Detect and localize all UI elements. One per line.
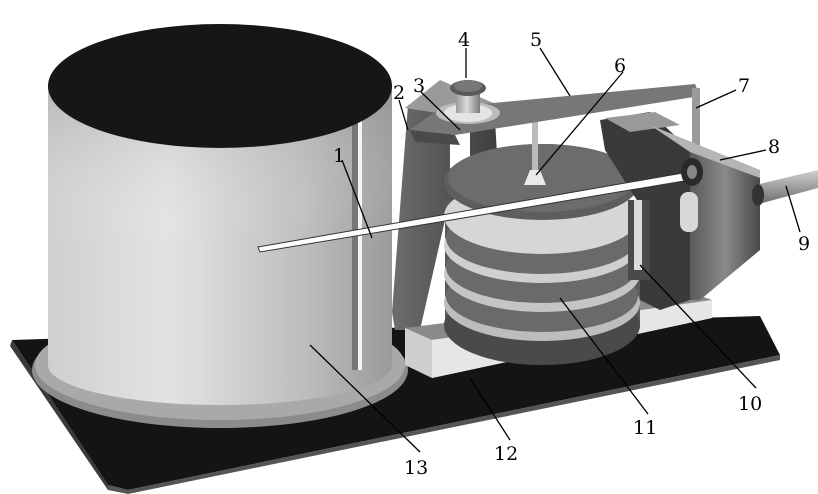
leader-5 [539, 47, 571, 97]
label-12: 12 [494, 443, 518, 465]
housing-window [680, 192, 698, 232]
leader-6 [535, 71, 624, 176]
leader-12 [469, 377, 511, 441]
label-1: 1 [333, 145, 345, 167]
recording-drum [48, 24, 392, 405]
label-3: 3 [413, 75, 425, 97]
leader-8 [719, 149, 767, 161]
drum-top [48, 24, 392, 148]
leader-7 [695, 89, 737, 109]
leader-10 [639, 264, 757, 389]
leader-11 [559, 297, 649, 415]
leader-13 [309, 344, 421, 453]
label-11: 11 [633, 417, 657, 439]
outlet-pipe [752, 170, 818, 206]
adjustment-knob [444, 80, 492, 122]
leader-1 [341, 159, 373, 239]
aneroid-capsules [444, 144, 640, 365]
leader-2 [398, 99, 409, 131]
label-10: 10 [738, 393, 762, 415]
lever-link [692, 88, 700, 178]
label-2: 2 [393, 82, 405, 104]
label-6: 6 [614, 55, 626, 77]
part-labels: 1 2 3 4 5 6 7 8 9 10 11 12 13 [333, 29, 810, 479]
leader-9 [785, 185, 801, 233]
paper-clip-strip [352, 120, 359, 370]
label-9: 9 [798, 233, 810, 255]
mechanism-housing [600, 112, 760, 310]
label-5: 5 [530, 29, 542, 51]
leader-3 [420, 91, 461, 131]
capsule-post [524, 110, 546, 185]
label-7: 7 [738, 75, 750, 97]
label-4: 4 [458, 29, 470, 51]
pivot-clip [628, 200, 650, 280]
label-8: 8 [768, 136, 780, 158]
leader-lines [309, 47, 801, 453]
label-13: 13 [404, 457, 428, 479]
